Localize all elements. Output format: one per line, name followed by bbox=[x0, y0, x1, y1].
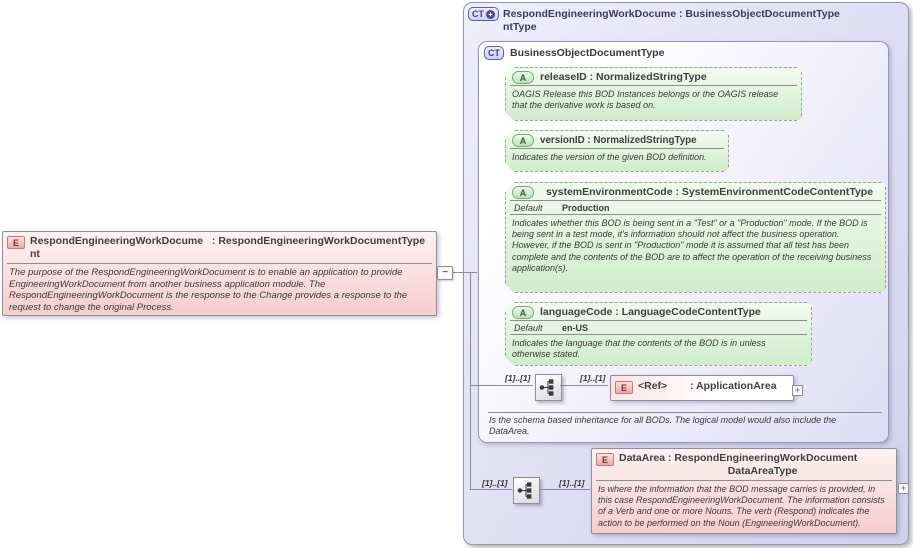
attribute-header: A languageCode : LanguageCodeContentType bbox=[506, 303, 811, 320]
attribute-description: Indicates the version of the given BOD d… bbox=[512, 152, 707, 162]
complex-type-title: RespondEngineeringWorkDocumentType : Bus… bbox=[503, 8, 895, 34]
default-value: en-US bbox=[562, 323, 589, 333]
complex-type-name: RespondEngineeringWorkDocumentType bbox=[503, 8, 677, 33]
data-area-description: Is where the information that the BOD me… bbox=[598, 484, 885, 528]
sequence-icon bbox=[535, 374, 562, 401]
sequence-icon bbox=[513, 477, 540, 504]
root-element-type: : RespondEngineeringWorkDocumentType bbox=[211, 235, 426, 247]
data-area-name: DataArea bbox=[619, 452, 666, 464]
element-badge-icon: E bbox=[615, 381, 633, 394]
connector-line bbox=[471, 385, 533, 386]
attribute-header: A releaseID : NormalizedStringType bbox=[506, 68, 801, 85]
connector-line bbox=[452, 272, 477, 273]
ref-element-header: E <Ref> : ApplicationArea bbox=[611, 376, 793, 396]
complex-type-badge-icon[interactable]: CT + bbox=[468, 7, 499, 21]
attribute-description: Indicates the language that the contents… bbox=[512, 338, 766, 360]
connector-line bbox=[539, 489, 590, 490]
connector-line bbox=[470, 272, 471, 490]
separator bbox=[510, 200, 881, 201]
root-element-box[interactable]: E RespondEngineeringWorkDocument : Respo… bbox=[2, 231, 437, 317]
element-badge-icon: E bbox=[596, 453, 614, 466]
root-element-name: RespondEngineeringWorkDocument bbox=[30, 235, 204, 260]
root-element-title: RespondEngineeringWorkDocument : Respond… bbox=[30, 235, 431, 261]
default-value-row: Default en-US bbox=[506, 321, 811, 334]
attribute-description: OAGIS Release this BOD Instances belongs… bbox=[512, 89, 779, 111]
ref-element-box-applicationarea[interactable]: E <Ref> : ApplicationArea bbox=[610, 375, 794, 401]
attribute-box-releaseID[interactable]: A releaseID : NormalizedStringType OAGIS… bbox=[505, 67, 802, 121]
element-badge-icon: E bbox=[7, 236, 25, 249]
derived-type-plus-icon: + bbox=[486, 9, 495, 19]
attribute-header: A versionID : NormalizedStringType bbox=[506, 131, 728, 148]
ref-element-type: : ApplicationArea bbox=[690, 380, 777, 392]
attribute-badge-icon: A bbox=[512, 71, 534, 84]
default-label: Default bbox=[514, 323, 543, 333]
connector-line bbox=[560, 385, 608, 386]
separator bbox=[488, 412, 882, 413]
attribute-badge-icon: A bbox=[512, 186, 534, 199]
cardinality-label: [1]..[1] bbox=[559, 478, 585, 488]
default-label: Default bbox=[514, 203, 543, 213]
attribute-header: A systemEnvironmentCode : SystemEnvironm… bbox=[506, 183, 885, 200]
separator bbox=[510, 334, 807, 335]
attribute-description: Indicates whether this BOD is being sent… bbox=[512, 218, 872, 273]
attribute-title: versionID : NormalizedStringType bbox=[540, 135, 697, 146]
attribute-title: systemEnvironmentCode : SystemEnvironmen… bbox=[545, 186, 874, 198]
expand-toggle-icon[interactable]: + bbox=[898, 483, 909, 494]
sequence-glyph bbox=[539, 379, 554, 396]
root-element-header: E RespondEngineeringWorkDocument : Respo… bbox=[3, 232, 436, 263]
expand-toggle-icon[interactable]: + bbox=[792, 385, 803, 396]
base-type-note: Is the schema based inheritance for all … bbox=[489, 415, 837, 437]
attribute-box-versionID[interactable]: A versionID : NormalizedStringType Indic… bbox=[505, 130, 729, 172]
attribute-badge-icon: A bbox=[512, 134, 534, 147]
data-area-title: DataArea : RespondEngineeringWorkDocumen… bbox=[619, 452, 891, 478]
default-value-row: Default Production bbox=[506, 201, 885, 214]
separator bbox=[510, 85, 797, 86]
base-type-title: BusinessObjectDocumentType bbox=[510, 47, 665, 59]
attribute-box-systemEnvironmentCode[interactable]: A systemEnvironmentCode : SystemEnvironm… bbox=[505, 182, 886, 293]
cardinality-label: [1]..[1] bbox=[482, 478, 508, 488]
ref-element-name: <Ref> bbox=[638, 380, 668, 392]
cardinality-label: [1]..[1] bbox=[505, 373, 531, 383]
data-area-header: E DataArea : RespondEngineeringWorkDocum… bbox=[592, 449, 896, 480]
separator bbox=[510, 214, 881, 215]
separator bbox=[596, 480, 892, 481]
complex-type-container: CT + RespondEngineeringWorkDocumentType … bbox=[463, 2, 909, 545]
connector-line bbox=[471, 489, 512, 490]
sequence-glyph bbox=[517, 482, 532, 499]
root-element-description: The purpose of the RespondEngineeringWor… bbox=[9, 267, 408, 313]
attribute-box-languageCode[interactable]: A languageCode : LanguageCodeContentType… bbox=[505, 302, 812, 366]
base-ct-badge-label: CT bbox=[488, 48, 500, 58]
ref-element-title: <Ref> : ApplicationArea bbox=[638, 380, 788, 393]
base-type-badge-icon[interactable]: CT bbox=[484, 46, 504, 60]
cardinality-label: [1]..[1] bbox=[580, 373, 606, 383]
separator bbox=[510, 320, 807, 321]
default-value: Production bbox=[562, 203, 610, 213]
ct-badge-label: CT bbox=[472, 9, 484, 19]
separator bbox=[7, 263, 432, 264]
attribute-badge-icon: A bbox=[512, 306, 534, 319]
attribute-title: releaseID : NormalizedStringType bbox=[540, 71, 707, 83]
data-area-type: : RespondEngineeringWorkDocumentDataArea… bbox=[667, 452, 858, 477]
complex-type-base: : BusinessObjectDocumentType bbox=[679, 8, 840, 20]
collapse-toggle-icon[interactable]: − bbox=[437, 266, 453, 280]
base-type-container: CT BusinessObjectDocumentType A releaseI… bbox=[478, 41, 889, 443]
separator bbox=[510, 148, 724, 149]
data-area-element-box[interactable]: E DataArea : RespondEngineeringWorkDocum… bbox=[591, 448, 897, 534]
attribute-title: languageCode : LanguageCodeContentType bbox=[540, 306, 761, 318]
